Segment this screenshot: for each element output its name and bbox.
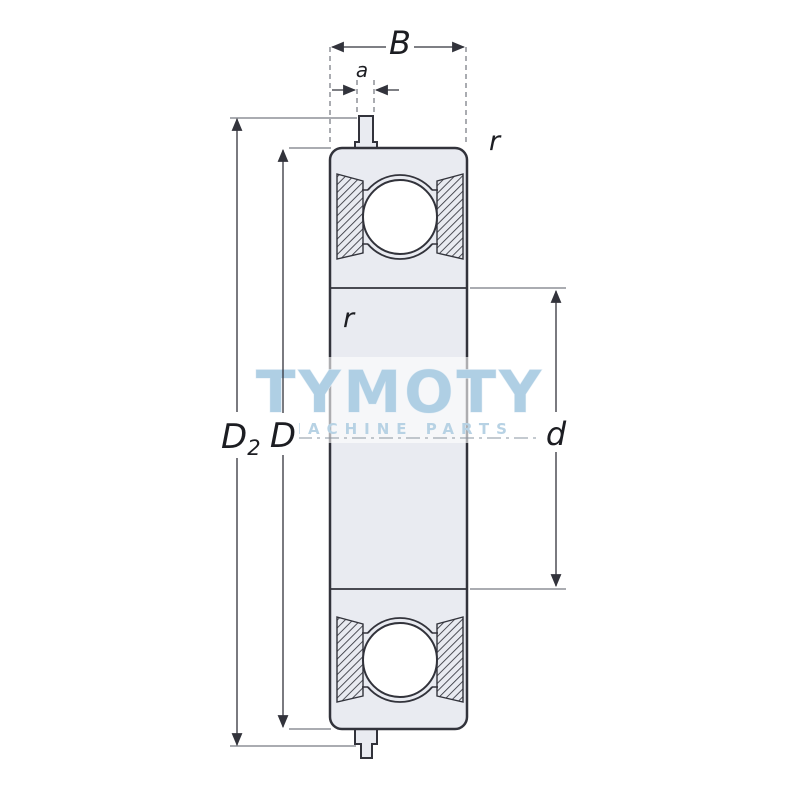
seal-left-bottom — [336, 616, 364, 703]
ext-line — [329, 44, 467, 142]
snap-ring-top — [354, 115, 378, 150]
raceway-inner-top — [367, 243, 433, 260]
dimension-a: a — [332, 58, 399, 112]
raceway-outer-bottom — [367, 617, 433, 634]
seal-right-top — [436, 173, 464, 260]
top-bearing-section — [336, 173, 464, 260]
shoulder-lines-top — [362, 189, 438, 245]
dim-label-D2: D2 — [221, 417, 261, 460]
dim-label-d: d — [546, 415, 567, 453]
shoulder-lines-bottom — [362, 632, 438, 688]
dimension-D: D — [267, 147, 331, 730]
seal-right-bottom — [436, 616, 464, 703]
label-backing — [541, 412, 571, 452]
dimension-B: B — [329, 24, 467, 142]
ext-line — [230, 117, 357, 747]
raceway-outer-top — [367, 174, 433, 191]
watermark-subtitle: MACHINE PARTS — [286, 420, 514, 438]
dimension-d: d — [470, 287, 571, 590]
dim-label-D: D — [270, 416, 296, 456]
ext-line — [289, 147, 331, 730]
label-backing — [267, 413, 299, 455]
ball-bottom — [362, 622, 438, 698]
raceway-inner-bottom — [367, 686, 433, 703]
bottom-bearing-section — [336, 616, 464, 703]
ext-line — [470, 287, 566, 590]
dim-label-B: B — [389, 24, 411, 62]
seal-left-top — [336, 173, 364, 260]
watermark-title: TYMOTY — [256, 358, 544, 426]
ball-top — [362, 179, 438, 255]
dimension-D2: D2 — [218, 117, 357, 747]
dim-label-r-outer: r — [489, 126, 502, 157]
watermark: TYMOTY MACHINE PARTS — [255, 357, 544, 443]
dim-label-r-inner: r — [343, 303, 356, 334]
snap-ring-bottom — [354, 728, 378, 759]
dim-label-a: a — [356, 58, 368, 82]
ext-line — [356, 80, 375, 112]
label-backing — [218, 412, 256, 458]
watermark-band — [262, 357, 538, 443]
